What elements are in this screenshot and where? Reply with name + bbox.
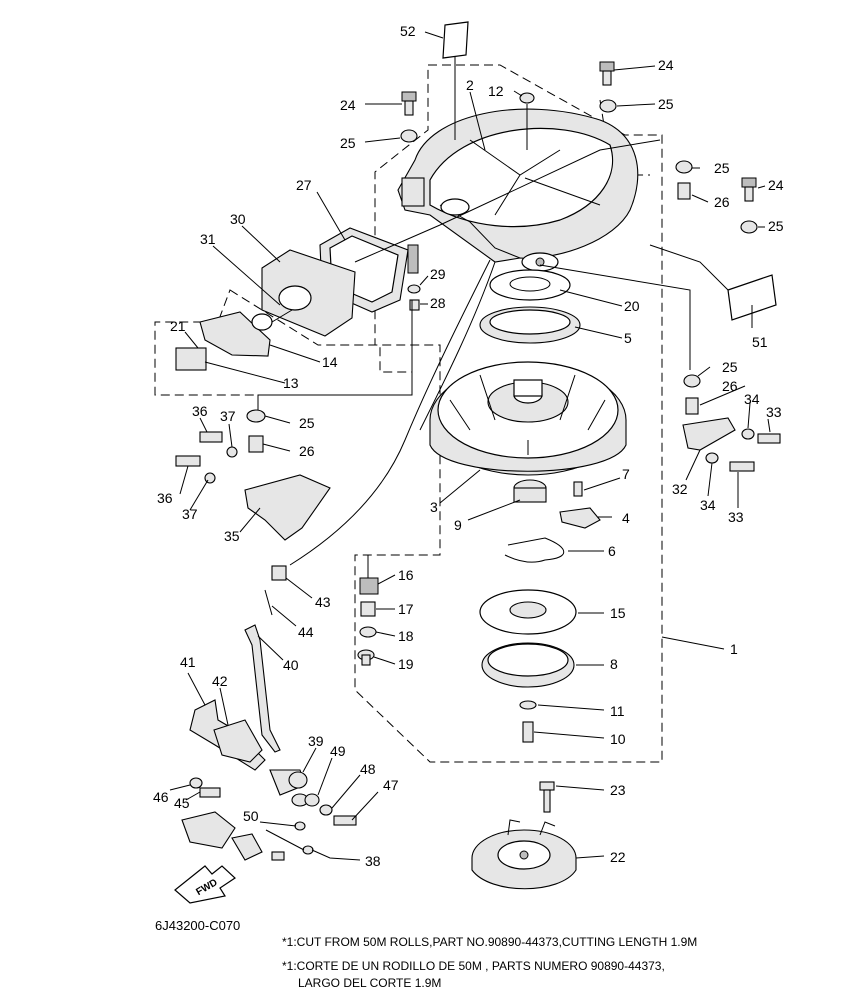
callout-50: 50 [243, 808, 259, 824]
callout-34: 34 [744, 391, 760, 407]
fwd-arrow-icon: FWD [174, 865, 236, 904]
fasteners-top [400, 21, 777, 321]
callout-8: 8 [610, 656, 618, 672]
callout-26: 26 [714, 194, 730, 210]
callout-37: 37 [220, 408, 236, 424]
callout-25: 25 [299, 415, 315, 431]
cable-linkage-parts [181, 565, 357, 861]
callout-49: 49 [330, 743, 346, 759]
starter-housing-part [397, 108, 639, 272]
callout-17: 17 [398, 601, 414, 617]
callout-26: 26 [722, 378, 738, 394]
callout-30: 30 [230, 211, 246, 227]
callout-7: 7 [622, 466, 630, 482]
callout-37: 37 [182, 506, 198, 522]
callout-20: 20 [624, 298, 640, 314]
callout-14: 14 [322, 354, 338, 370]
callout-21: 21 [170, 318, 186, 334]
callout-numbers: 52 2 12 24 25 24 25 25 24 26 25 27 30 31… [153, 23, 784, 869]
footnote-line: *1:CORTE DE UN RODILLO DE 50M , PARTS NU… [282, 959, 665, 973]
leader-lines [169, 31, 771, 861]
footnote-line: *1:CUT FROM 50M ROLLS,PART NO.90890-4437… [282, 935, 698, 949]
callout-25: 25 [714, 160, 730, 176]
callout-9: 9 [454, 517, 462, 533]
callout-45: 45 [174, 795, 190, 811]
callout-33: 33 [728, 509, 744, 525]
callout-23: 23 [610, 782, 626, 798]
spring-and-drum-parts [429, 269, 627, 743]
callout-5: 5 [624, 330, 632, 346]
callout-27: 27 [296, 177, 312, 193]
callout-25: 25 [658, 96, 674, 112]
callout-38: 38 [365, 853, 381, 869]
callout-6: 6 [608, 543, 616, 559]
callout-24: 24 [340, 97, 356, 113]
callout-15: 15 [610, 605, 626, 621]
callout-3: 3 [430, 499, 438, 515]
callout-18: 18 [398, 628, 414, 644]
callout-25: 25 [340, 135, 356, 151]
callout-28: 28 [430, 295, 446, 311]
cam-pulley-parts [471, 781, 577, 890]
callout-19: 19 [398, 656, 414, 672]
callout-2: 2 [466, 77, 474, 93]
callout-46: 46 [153, 789, 169, 805]
callout-51: 51 [752, 334, 768, 350]
callout-22: 22 [610, 849, 626, 865]
callout-26: 26 [299, 443, 315, 459]
callout-1: 1 [730, 641, 738, 657]
callout-40: 40 [283, 657, 299, 673]
callout-13: 13 [283, 375, 299, 391]
callout-52: 52 [400, 23, 416, 39]
callout-36: 36 [192, 403, 208, 419]
callout-16: 16 [398, 567, 414, 583]
callout-24: 24 [768, 177, 784, 193]
callout-31: 31 [200, 231, 216, 247]
callout-41: 41 [180, 654, 196, 670]
callout-29: 29 [430, 266, 446, 282]
spacer-stack-parts [357, 555, 379, 666]
callout-11: 11 [610, 703, 625, 719]
callout-35: 35 [224, 528, 240, 544]
callout-48: 48 [360, 761, 376, 777]
drawing-id: 6J43200-C070 [155, 918, 241, 933]
callout-33: 33 [766, 404, 782, 420]
callout-47: 47 [383, 777, 399, 793]
callout-43: 43 [315, 594, 331, 610]
callout-25: 25 [768, 218, 784, 234]
footnote-line: LARGO DEL CORTE 1.9M [298, 976, 442, 990]
callout-12: 12 [488, 83, 504, 99]
callout-39: 39 [308, 733, 324, 749]
callout-44: 44 [298, 624, 314, 640]
callout-32: 32 [672, 481, 688, 497]
handle-assembly-parts [175, 224, 441, 371]
callout-10: 10 [610, 731, 626, 747]
callout-42: 42 [212, 673, 228, 689]
callout-34: 34 [700, 497, 716, 513]
callout-25: 25 [722, 359, 738, 375]
callout-4: 4 [622, 510, 630, 526]
callout-24: 24 [658, 57, 674, 73]
callout-36: 36 [157, 490, 173, 506]
